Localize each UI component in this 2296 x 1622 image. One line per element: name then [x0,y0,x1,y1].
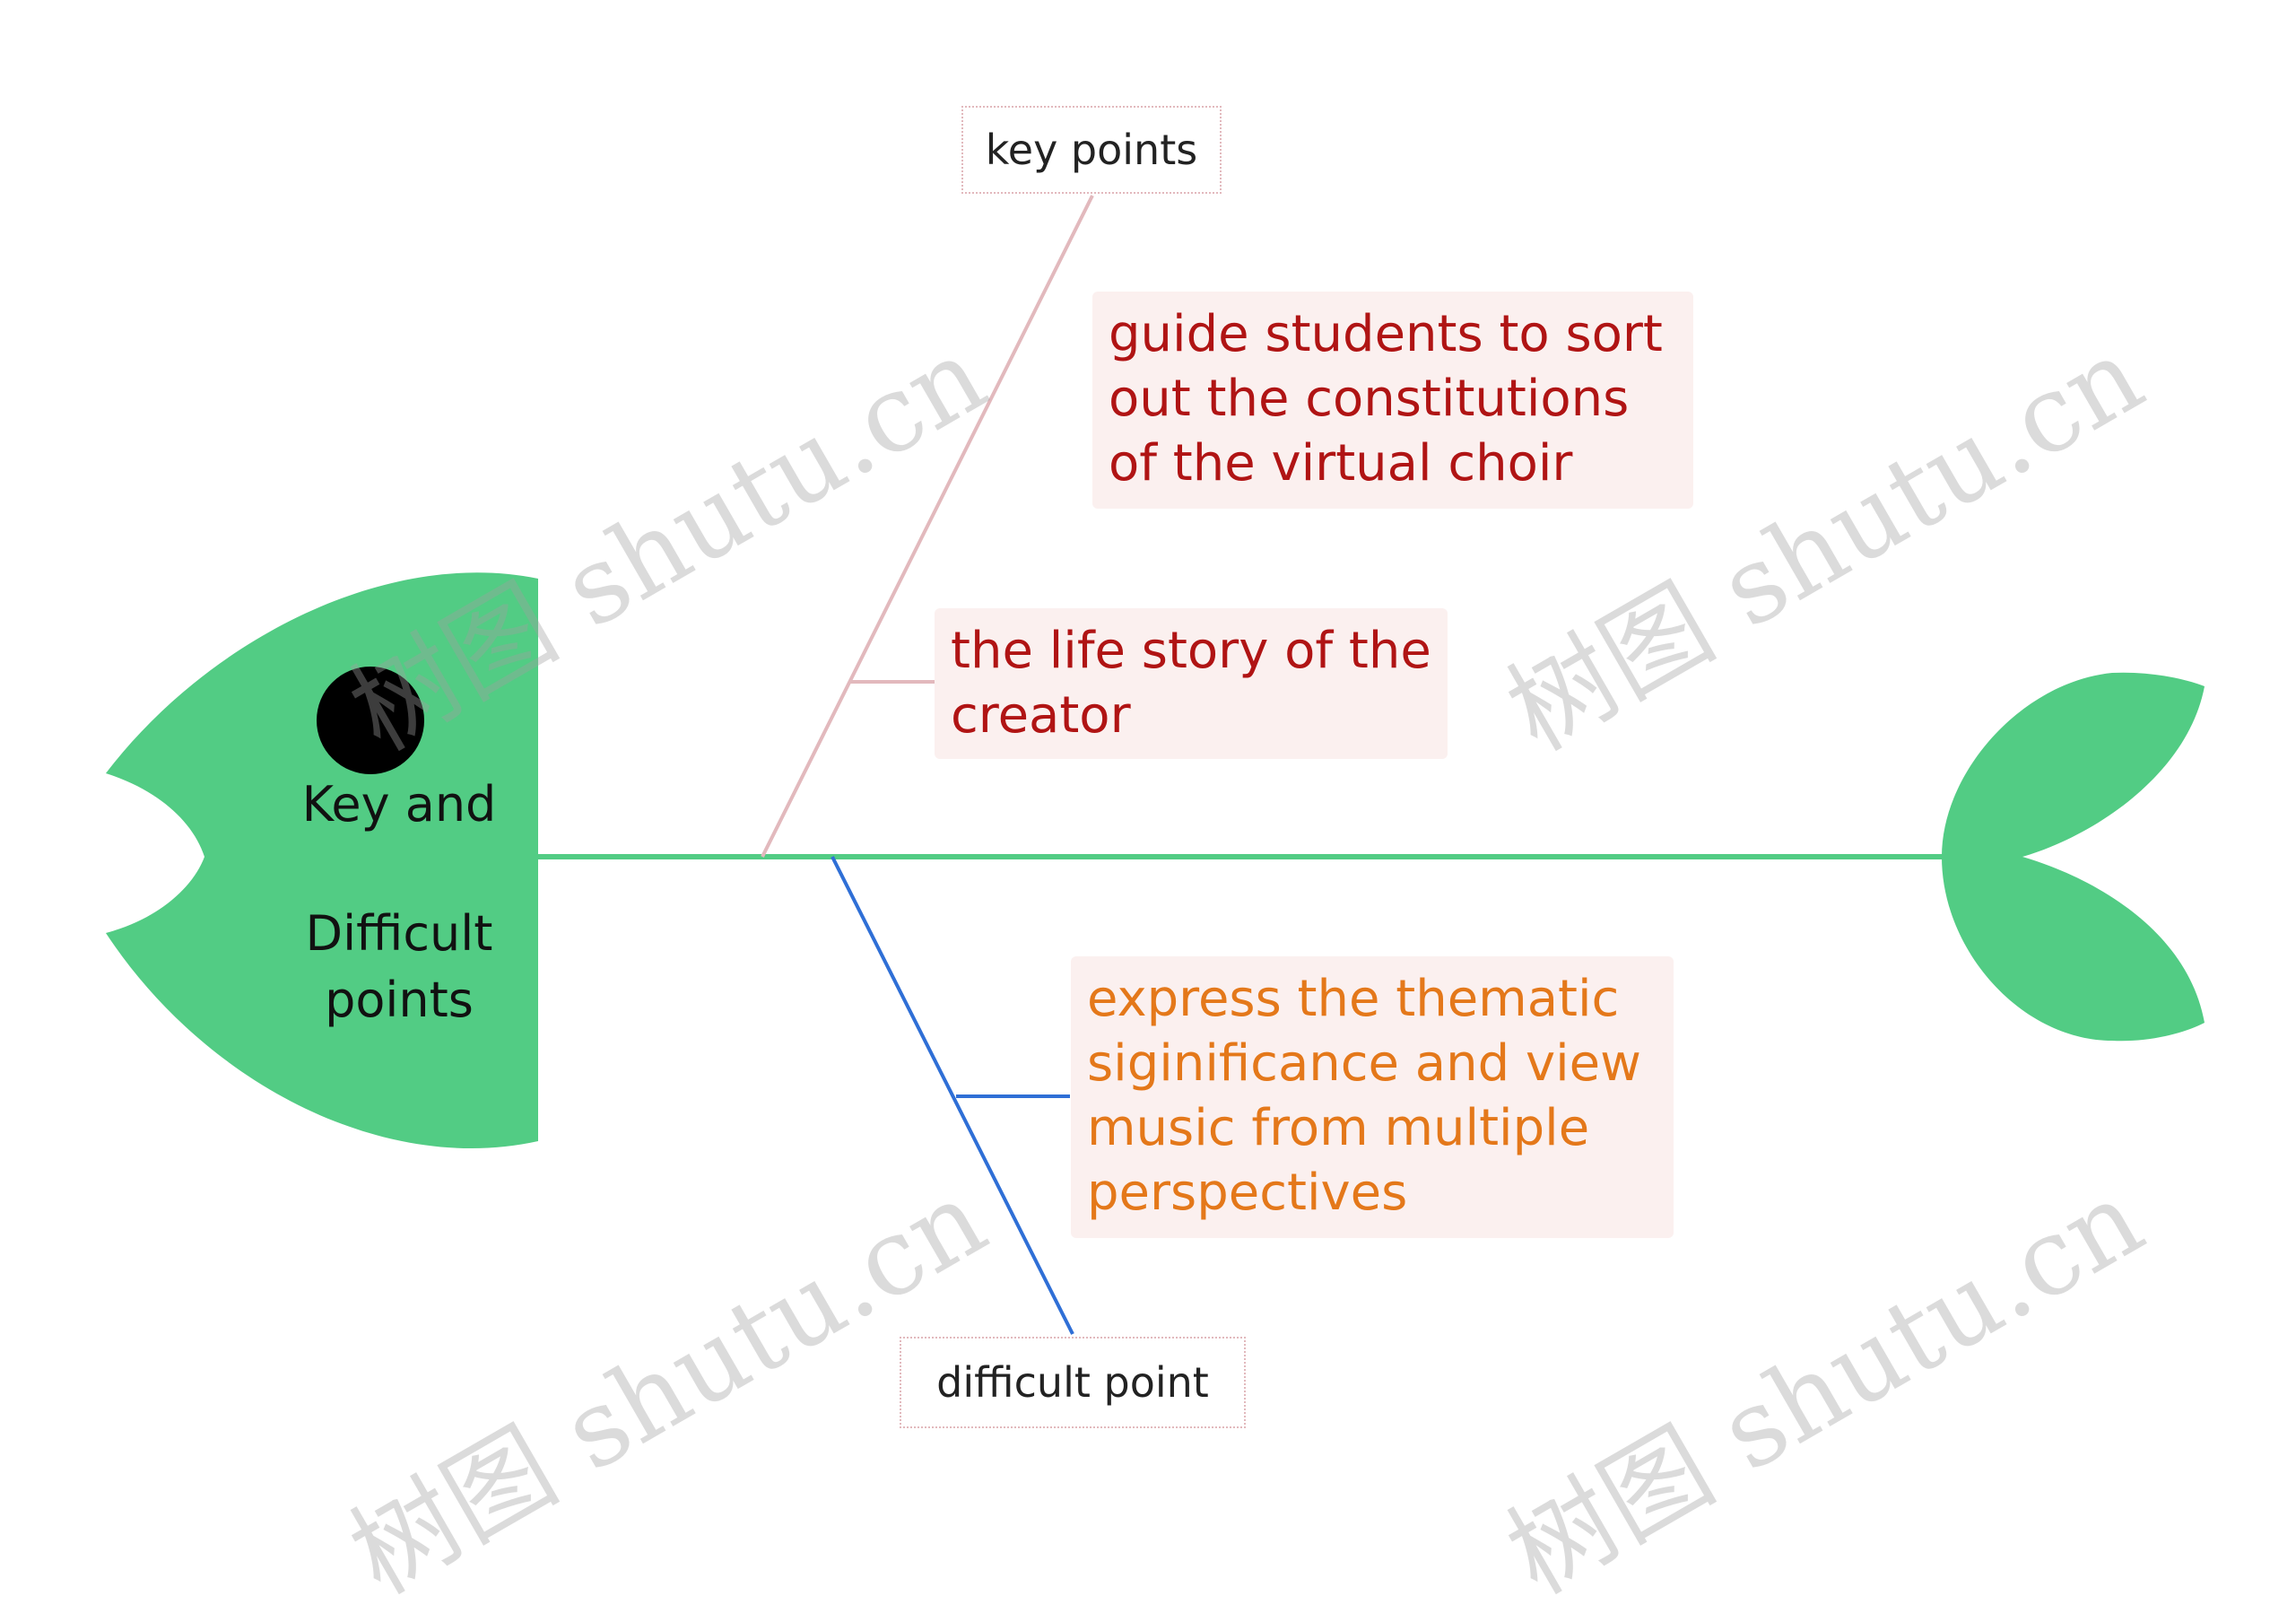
upper-item-1-text: guide students to sort out the constitut… [1109,305,1663,493]
upper-item-1[interactable]: guide students to sort out the constitut… [1092,292,1693,509]
upper-item-2[interactable]: the life story of the creator [935,608,1448,759]
difficult-point-label[interactable]: difficult point [900,1337,1246,1428]
head-title-line-2: Difficult [305,905,493,962]
lower-item-1[interactable]: express the thematic siginificance and v… [1071,956,1674,1238]
key-points-label-text: key points [985,126,1198,174]
head-title-line-1: Key and [301,776,497,833]
lower-bone [831,856,1074,1335]
head-title-line-3: points [325,972,474,1028]
lower-item-1-text: express the thematic siginificance and v… [1087,970,1641,1222]
fish-head [106,572,538,1149]
difficult-point-label-text: difficult point [936,1358,1209,1407]
fishbone-diagram [106,195,2205,1335]
upper-item-2-text: the life story of the creator [951,622,1431,745]
upper-bone [761,195,1094,858]
head-title: Key and Difficult points [238,772,561,1033]
fish-tail-upper [1942,672,2205,857]
fish-tail-lower [1942,857,2205,1042]
fish-eye [317,667,424,774]
key-points-label[interactable]: key points [961,106,1222,194]
